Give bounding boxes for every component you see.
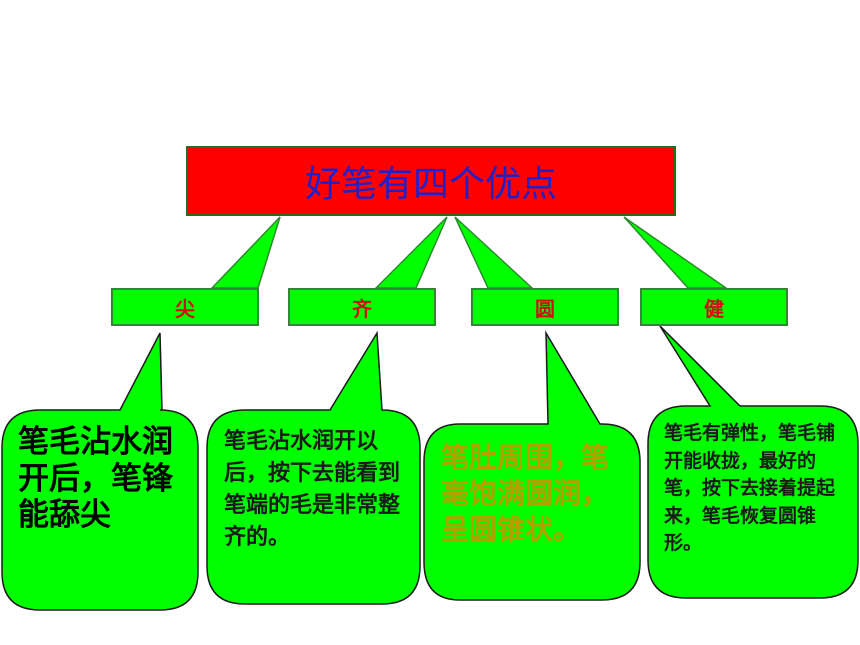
quality-box-qi: 齐 — [288, 288, 436, 326]
quality-label: 尖 — [175, 296, 195, 321]
bubble-4 — [647, 325, 859, 599]
bubble-2 — [206, 330, 421, 605]
diagram-title: 好笔有四个优点 — [186, 146, 676, 216]
bubble-1 — [1, 332, 199, 611]
bubble-text-4: 笔毛有弹性，笔毛铺开能收拢，最好的笔，按下去接着提起来，笔毛恢复圆锥形。 — [664, 422, 836, 555]
quality-box-jian: 尖 — [111, 288, 259, 326]
bubble-text-2: 笔毛沾水润开以后，按下去能看到笔端的毛是非常整齐的。 — [224, 429, 401, 550]
funnel-qi — [374, 216, 448, 289]
quality-box-jian-strong: 健 — [640, 288, 788, 326]
funnel-jian — [210, 216, 281, 289]
bubble-3 — [423, 330, 641, 601]
quality-label: 健 — [704, 296, 724, 321]
quality-label: 圆 — [535, 296, 555, 321]
quality-box-yuan: 圆 — [471, 288, 619, 326]
bubble-text-1: 笔毛沾水润开后，笔锋能舔尖 — [18, 424, 173, 534]
funnel-jian2 — [623, 216, 729, 289]
quality-label: 齐 — [352, 296, 372, 321]
bubble-text-3: 笔肚周围，笔毫饱满圆润，呈圆锥状。 — [441, 441, 610, 546]
funnel-yuan — [454, 216, 534, 289]
